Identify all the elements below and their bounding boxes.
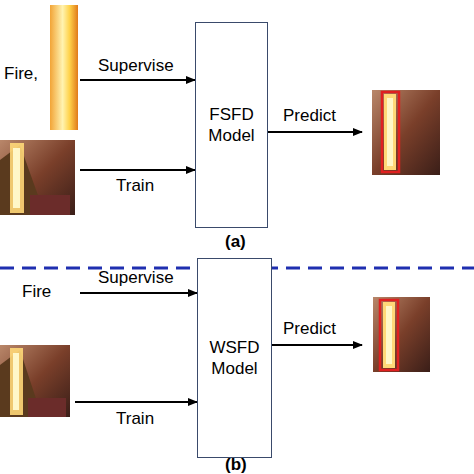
train-arrow xyxy=(75,401,197,403)
arrow-label: Predict xyxy=(283,319,336,339)
class-label: Fire xyxy=(22,282,51,302)
class-label: Fire, xyxy=(4,64,38,84)
model-box: FSFD Model xyxy=(195,22,268,228)
result-image xyxy=(373,297,430,372)
predict-arrow xyxy=(272,344,362,346)
scene-image xyxy=(0,140,75,215)
predict-arrow xyxy=(268,131,362,133)
scene-image xyxy=(0,345,70,417)
model-name: FSFD Model xyxy=(202,104,262,146)
panel-label: (b) xyxy=(225,455,247,474)
supervise-arrow xyxy=(80,79,195,81)
arrow-label: Supervise xyxy=(98,268,174,288)
panel-label: (a) xyxy=(225,232,246,252)
arrow-label: Supervise xyxy=(98,56,174,76)
train-arrow xyxy=(80,169,195,171)
result-image xyxy=(372,90,440,175)
model-name: WSFD Model xyxy=(205,337,265,379)
fire-crop xyxy=(50,5,78,130)
arrow-label: Train xyxy=(116,176,154,196)
arrow-label: Predict xyxy=(283,106,336,126)
arrow-label: Train xyxy=(116,409,154,429)
supervise-arrow xyxy=(80,292,197,294)
model-box: WSFD Model xyxy=(197,258,272,458)
